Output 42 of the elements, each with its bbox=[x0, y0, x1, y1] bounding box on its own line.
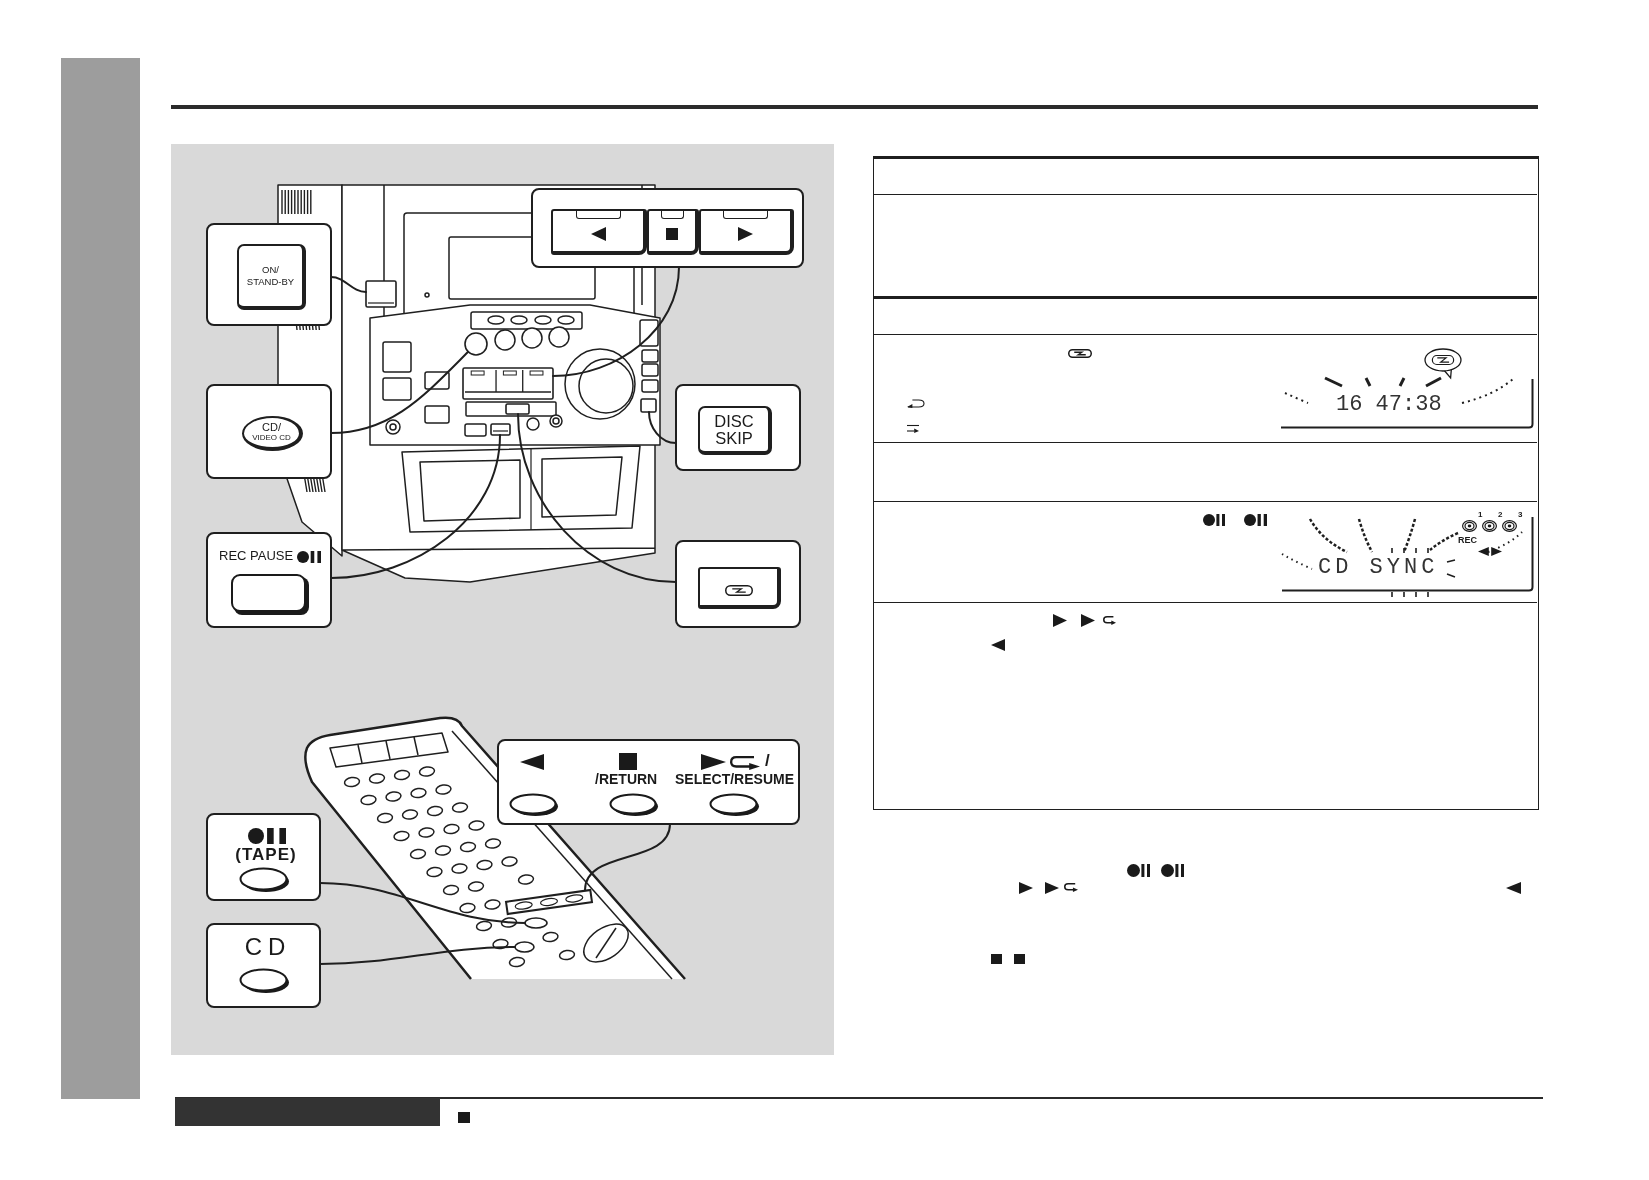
rec-indicator: REC bbox=[1458, 536, 1477, 545]
callout-box bbox=[497, 739, 800, 825]
callout-box bbox=[206, 923, 321, 1008]
key-label: / bbox=[765, 752, 770, 769]
callout-box bbox=[675, 540, 801, 628]
remote-cd-key bbox=[515, 942, 534, 952]
display-readout: CD SYNC bbox=[1318, 557, 1439, 579]
callout-box bbox=[531, 188, 804, 268]
button-label: CD bbox=[244, 935, 292, 959]
disc-number: 3 bbox=[1518, 511, 1523, 519]
leader-line bbox=[330, 434, 501, 579]
power-button: ON/ STAND-BY bbox=[237, 244, 306, 310]
leader-line bbox=[552, 266, 680, 377]
leader-line bbox=[319, 882, 526, 924]
leader-line bbox=[648, 411, 677, 444]
display-readout: 16 47:38 bbox=[1336, 394, 1442, 416]
callout-box bbox=[675, 384, 801, 471]
rec-pause-key bbox=[491, 424, 510, 435]
cassette-keys bbox=[463, 368, 553, 399]
power-key bbox=[366, 281, 396, 307]
callout-box bbox=[206, 532, 332, 628]
remote-tape-key bbox=[525, 918, 547, 928]
key-label: /RETURN bbox=[595, 772, 658, 786]
disc-number: 2 bbox=[1498, 511, 1503, 519]
cd-video-cd-button: CD/ VIDEO CD bbox=[242, 416, 303, 451]
callout-box bbox=[206, 384, 332, 479]
leader-line bbox=[330, 276, 367, 293]
tape-mode-key bbox=[506, 404, 529, 414]
leader-line bbox=[330, 350, 470, 434]
leader-line bbox=[517, 413, 677, 583]
button-label: REC PAUSE bbox=[219, 549, 294, 562]
key-label: SELECT/RESUME bbox=[675, 772, 794, 786]
disc-skip-key bbox=[641, 399, 656, 412]
leader-line bbox=[319, 946, 516, 965]
cd-key bbox=[465, 333, 487, 355]
disc-skip-button: DISC SKIP bbox=[698, 406, 772, 455]
side-tab bbox=[61, 58, 140, 1099]
leader-line bbox=[584, 823, 671, 891]
button-label: (TAPE) bbox=[235, 846, 297, 863]
callout-box bbox=[206, 813, 321, 901]
callout-box bbox=[206, 223, 332, 326]
disc-number: 1 bbox=[1478, 511, 1483, 519]
